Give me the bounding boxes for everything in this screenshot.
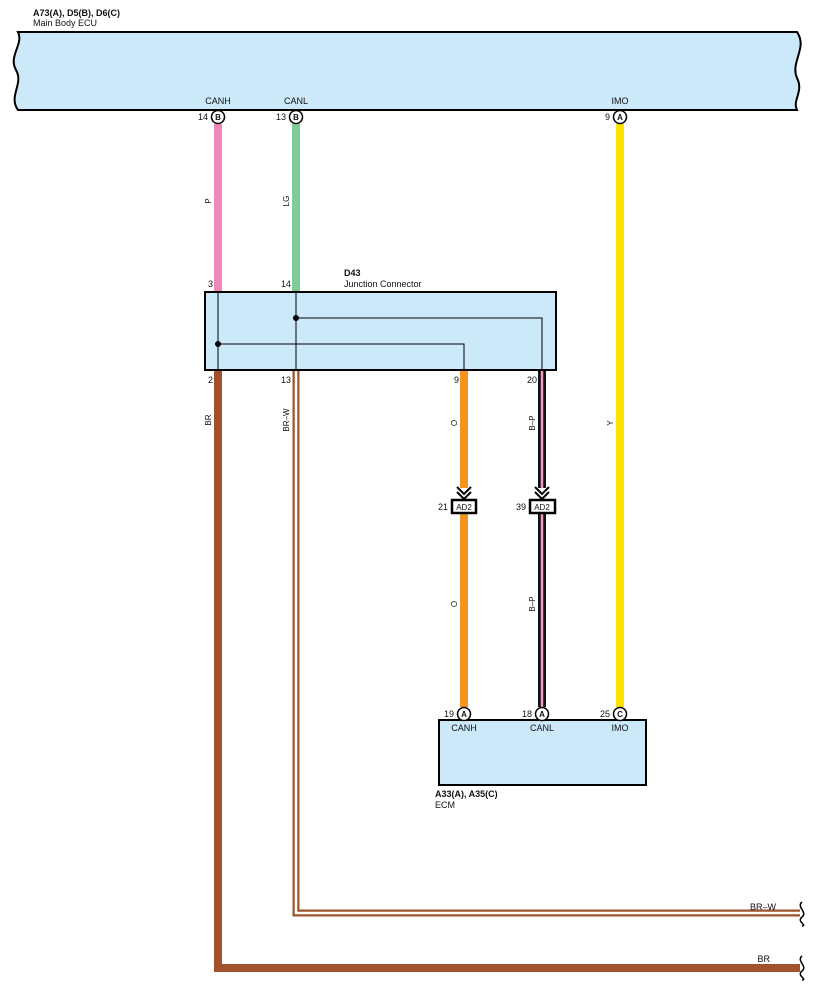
wire-label-lg: LG [282, 196, 291, 207]
ecm-pin-canh-signal: CANH [451, 723, 477, 733]
wire-br [214, 370, 800, 972]
ecm-pin-imo-num: 25 [600, 709, 610, 719]
ecu-pin-canh-signal: CANH [205, 96, 231, 106]
ecm-pin-canl-signal: CANL [530, 723, 554, 733]
wire-label-bp-lower: B–P [528, 596, 537, 611]
junction-pin-2: 2 [208, 375, 213, 385]
junction-pin-20: 20 [527, 375, 537, 385]
ad2-21-num: 21 [438, 502, 448, 512]
ecm-pin-canh-num: 19 [444, 709, 454, 719]
wire-brw [292, 370, 800, 917]
ad2-21-label: AD2 [456, 503, 472, 512]
ecu-pin-imo-num: 9 [605, 112, 610, 122]
ecm-pin-canl: 18 A CANL [522, 706, 554, 733]
ecu-pin-canh-num: 14 [198, 112, 208, 122]
wire-label-brw: BR–W [282, 408, 291, 432]
ecu-pin-canh: 14 B [198, 109, 226, 125]
ecm-pin-canl-conn: A [539, 710, 545, 719]
ad2-connector-21: AD2 21 [438, 486, 478, 515]
ad2-connector-39: AD2 39 [516, 486, 557, 515]
wire-label-bp-upper: B–P [528, 415, 537, 430]
wire-label-o-upper: O [450, 420, 459, 426]
wire-label-y: Y [606, 420, 615, 426]
break-mark-br [799, 955, 805, 981]
junction-connector-box [204, 291, 557, 371]
wire-label-br: BR [204, 414, 213, 425]
exit-label-brw: BR–W [750, 902, 777, 912]
ecm-pin-imo-signal: IMO [612, 723, 629, 733]
junction-pin-9: 9 [454, 375, 459, 385]
junction-pin-13: 13 [281, 375, 291, 385]
junction-name: Junction Connector [344, 279, 422, 289]
junction-internal-links [217, 292, 543, 370]
ecu-pin-canl-num: 13 [276, 112, 286, 122]
exit-label-br: BR [757, 954, 770, 964]
ecu-pin-imo-conn: A [617, 113, 623, 122]
junction-code: D43 [344, 268, 361, 278]
ecu-pin-imo: 9 A [605, 109, 628, 125]
main-body-ecu-name: Main Body ECU [33, 18, 97, 28]
junction-pin-3: 3 [208, 279, 213, 289]
ecm-pin-canh-conn: A [461, 710, 467, 719]
ecu-pin-canl-conn: B [293, 113, 299, 122]
ecm-pin-imo-conn: C [617, 710, 623, 719]
ecm-name: ECM [435, 800, 455, 810]
junction-node-canh [215, 341, 221, 347]
main-body-ecu-box [12, 31, 802, 111]
ecu-pin-canh-conn: B [215, 113, 221, 122]
ecm-code: A33(A), A35(C) [435, 789, 498, 799]
break-mark-brw [799, 901, 805, 927]
wire-label-o-lower: O [450, 601, 459, 607]
junction-pin-14: 14 [281, 279, 291, 289]
ecu-pin-canl: 13 B [276, 109, 304, 125]
ecm-pin-canl-num: 18 [522, 709, 532, 719]
ad2-39-num: 39 [516, 502, 526, 512]
main-body-ecu-code: A73(A), D5(B), D6(C) [33, 8, 120, 18]
ecu-pin-imo-signal: IMO [612, 96, 629, 106]
ecm-pin-canh: 19 A CANH [444, 706, 477, 733]
ecm-box [438, 719, 647, 786]
junction-node-canl [293, 315, 299, 321]
ecu-pin-canl-signal: CANL [284, 96, 308, 106]
ecm-pin-imo: 25 C IMO [600, 706, 629, 733]
wire-label-p: P [204, 198, 213, 203]
ad2-39-label: AD2 [534, 503, 550, 512]
